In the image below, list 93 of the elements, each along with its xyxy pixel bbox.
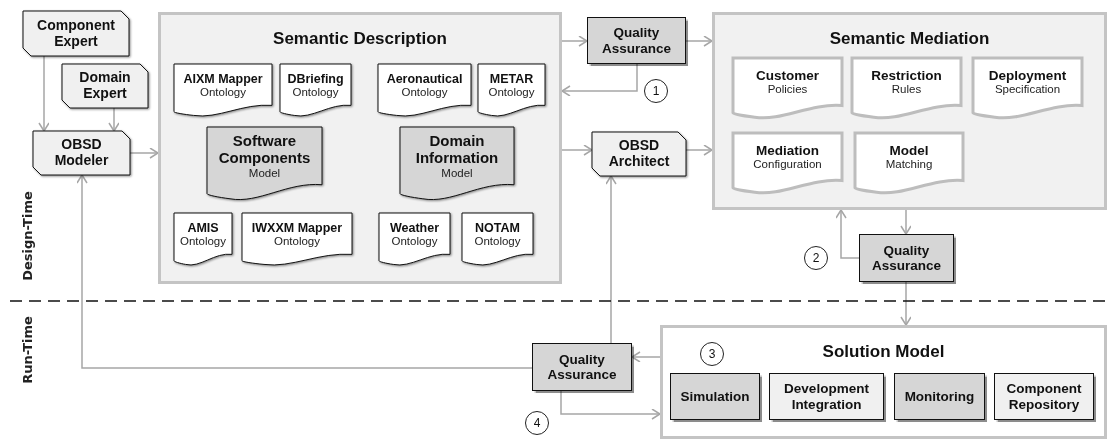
box-subtitle: Ontology bbox=[200, 85, 246, 99]
process-box bbox=[670, 373, 760, 420]
callout-number: 4 bbox=[525, 411, 549, 435]
box-title: Deployment bbox=[988, 68, 1067, 84]
box-title: Software Components bbox=[217, 133, 312, 167]
process-box bbox=[532, 343, 632, 391]
box-subtitle: Model bbox=[441, 166, 473, 180]
arrow bbox=[561, 144, 593, 156]
document-shape bbox=[379, 213, 450, 266]
actor-card bbox=[33, 131, 130, 175]
box-subtitle: Specification bbox=[994, 83, 1061, 96]
box-title: Simulation bbox=[680, 388, 750, 405]
document-shape bbox=[478, 64, 545, 117]
box-title: Component Repository bbox=[1005, 381, 1083, 412]
arrow bbox=[900, 281, 912, 326]
callout-number: 2 bbox=[804, 246, 828, 270]
panel bbox=[660, 325, 1107, 439]
box-subtitle: Matching bbox=[885, 158, 933, 171]
box-subtitle: Ontology bbox=[274, 234, 320, 248]
arrow bbox=[38, 55, 50, 132]
process-box bbox=[894, 373, 985, 420]
arrow bbox=[76, 174, 533, 369]
box-title: AMIS bbox=[187, 220, 219, 235]
box-title: Aeronautical bbox=[386, 71, 463, 86]
arrow bbox=[108, 107, 120, 132]
actor-card bbox=[62, 64, 148, 108]
box-subtitle: Rules bbox=[891, 83, 922, 96]
panel-title: Semantic Description bbox=[273, 29, 447, 49]
document-shape bbox=[378, 64, 471, 117]
box-title: Component Expert bbox=[36, 17, 116, 50]
arrow bbox=[685, 144, 713, 156]
document-shape bbox=[733, 133, 842, 194]
box-title: OBSD Architect bbox=[607, 138, 671, 170]
box-subtitle: Ontology bbox=[401, 85, 448, 99]
box-title: DBriefing bbox=[287, 71, 344, 86]
box-title: AIXM Mapper bbox=[183, 71, 263, 86]
document-shape bbox=[855, 133, 963, 194]
box-subtitle: Ontology bbox=[391, 234, 438, 248]
box-subtitle: Ontology bbox=[180, 234, 226, 248]
arrow bbox=[631, 351, 661, 363]
document-shape bbox=[242, 213, 352, 266]
box-subtitle: Ontology bbox=[488, 85, 535, 99]
document-shape bbox=[400, 127, 514, 201]
arrow bbox=[685, 35, 713, 47]
document-shape bbox=[462, 213, 533, 266]
document-shape bbox=[733, 58, 842, 119]
box-title: Restriction bbox=[871, 68, 942, 84]
box-title: Development Integration bbox=[783, 381, 870, 412]
document-shape bbox=[174, 64, 272, 117]
box-subtitle: Policies bbox=[767, 83, 808, 96]
process-box bbox=[994, 373, 1094, 420]
document-shape bbox=[280, 64, 351, 117]
box-title: Quality Assurance bbox=[546, 351, 618, 383]
arrow bbox=[605, 175, 617, 344]
box-title: Domain Information bbox=[414, 133, 500, 167]
panel-title: Solution Model bbox=[822, 342, 945, 362]
arrow bbox=[560, 390, 661, 420]
box-title: Weather bbox=[389, 220, 440, 235]
box-subtitle: Configuration bbox=[753, 158, 822, 171]
document-shape bbox=[852, 58, 961, 119]
arrow bbox=[835, 209, 860, 259]
box-title: NOTAM bbox=[475, 220, 520, 235]
box-title: Model bbox=[889, 143, 929, 159]
box-title: Monitoring bbox=[904, 388, 975, 405]
callout-number: 1 bbox=[644, 79, 668, 103]
process-box bbox=[769, 373, 884, 420]
box-title: Mediation bbox=[756, 143, 819, 159]
box-title: METAR bbox=[489, 71, 534, 86]
arrow bbox=[561, 63, 638, 97]
arrow bbox=[561, 35, 588, 47]
arrow bbox=[129, 147, 159, 159]
document-shape bbox=[973, 58, 1082, 119]
panel bbox=[158, 12, 562, 284]
box-title: OBSD Modeler bbox=[53, 137, 110, 169]
box-title: Domain Expert bbox=[78, 70, 132, 102]
panel bbox=[712, 12, 1107, 210]
box-title: Quality Assurance bbox=[870, 242, 942, 274]
phase-label: Run-Time bbox=[19, 316, 35, 384]
process-box bbox=[587, 17, 686, 64]
actor-card bbox=[23, 11, 129, 56]
box-title: Customer bbox=[756, 68, 819, 84]
arrow bbox=[900, 209, 912, 235]
process-box bbox=[859, 234, 954, 282]
actor-card bbox=[592, 132, 686, 176]
box-title: IWXXM Mapper bbox=[251, 220, 343, 235]
box-subtitle: Ontology bbox=[292, 85, 339, 99]
document-shape bbox=[174, 213, 232, 266]
document-shape bbox=[207, 127, 322, 201]
phase-label: Design-Time bbox=[19, 191, 35, 281]
panel-title: Semantic Mediation bbox=[829, 29, 990, 49]
box-subtitle: Ontology bbox=[474, 234, 521, 248]
box-title: Quality Assurance bbox=[600, 25, 672, 56]
box-subtitle: Model bbox=[248, 166, 281, 180]
